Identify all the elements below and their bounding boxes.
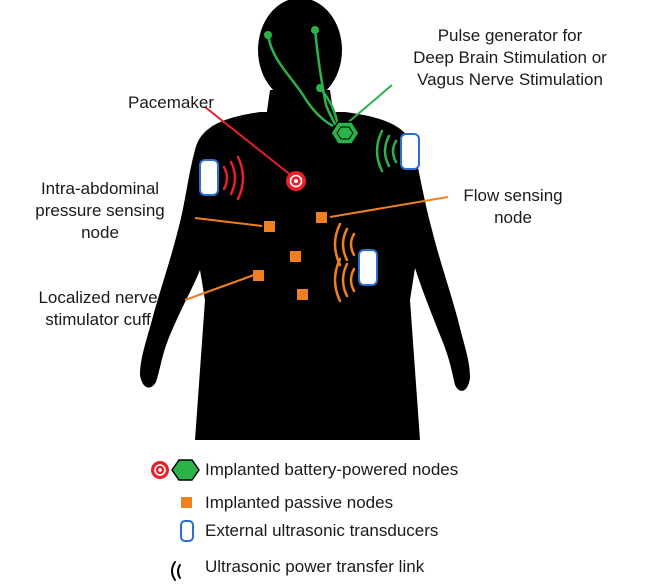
pacemaker-label: Pacemaker — [116, 92, 226, 114]
legend-link-label: Ultrasonic power transfer link — [205, 556, 424, 578]
nerve-stimulator-label: Localized nerve stimulator cuff — [8, 287, 188, 331]
pulse-generator-label: Pulse generator for Deep Brain Stimulati… — [385, 25, 635, 91]
flow-sensing-label-line1: Flow sensing — [448, 185, 578, 207]
legend-transducer-icon — [181, 521, 193, 541]
pacemaker-node — [286, 171, 306, 191]
pulse-generator-label-line2: Deep Brain Stimulation or — [385, 47, 635, 69]
flow-sensing-label: Flow sensing node — [448, 185, 578, 229]
flow-sensing-label-line2: node — [448, 207, 578, 229]
intra-abdominal-label-line2: pressure sensing — [10, 200, 190, 222]
legend-passive-label: Implanted passive nodes — [205, 492, 393, 514]
intra-abdominal-label-line1: Intra-abdominal — [10, 178, 190, 200]
intra-abdominal-label-line3: node — [10, 222, 190, 244]
legend-passive-icon — [181, 497, 192, 508]
nerve-stimulator-label-line2: stimulator cuff — [8, 309, 188, 331]
pulse-generator-label-line3: Vagus Nerve Stimulation — [385, 69, 635, 91]
legend-battery-label: Implanted battery-powered nodes — [205, 459, 458, 481]
intra-abdominal-label: Intra-abdominal pressure sensing node — [10, 178, 190, 244]
nerve-stimulator-label-line1: Localized nerve — [8, 287, 188, 309]
pulse-generator-label-line1: Pulse generator for — [385, 25, 635, 47]
legend-transducer-label: External ultrasonic transducers — [205, 520, 438, 542]
legend-battery-icons — [151, 460, 199, 480]
legend-link-icon — [172, 562, 180, 580]
pulse-generator-node — [331, 122, 359, 144]
